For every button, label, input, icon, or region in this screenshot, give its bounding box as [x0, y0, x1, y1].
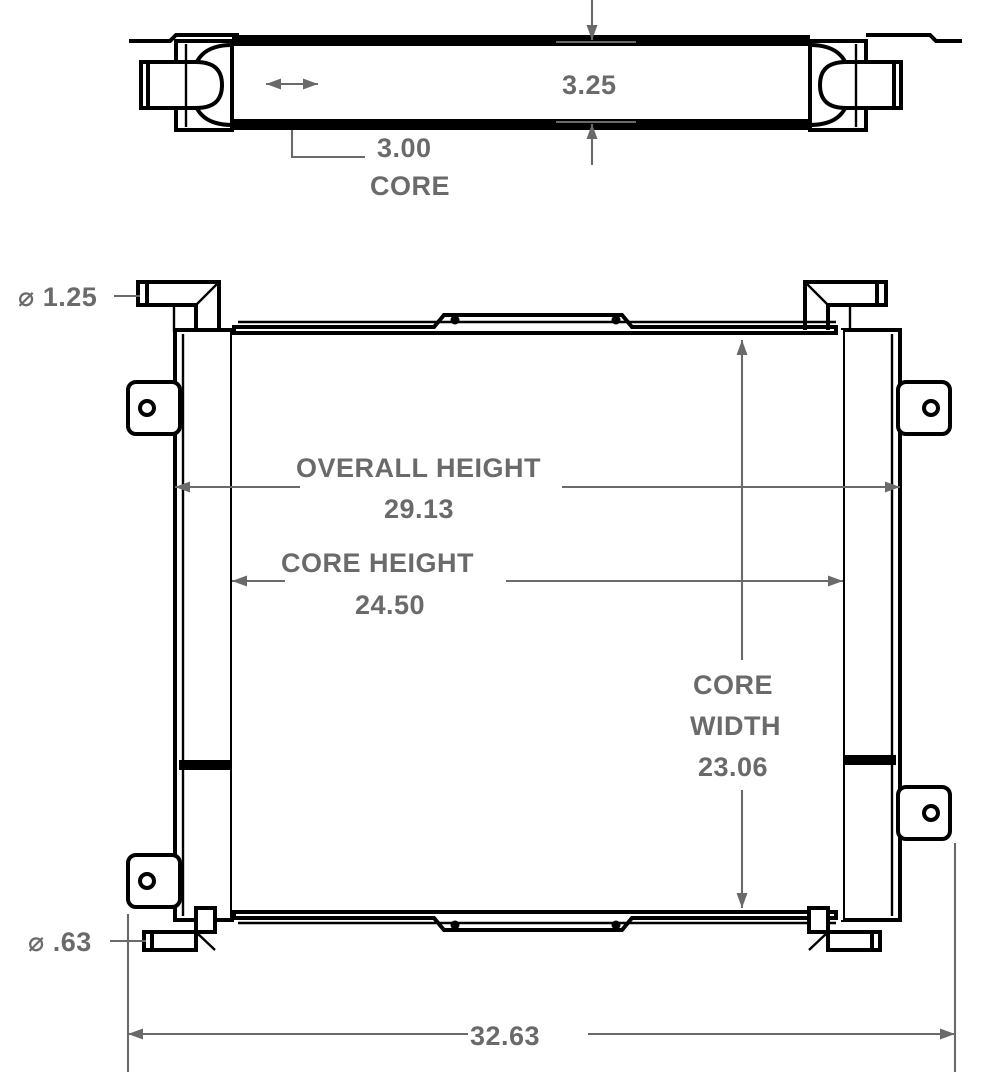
dim-inlet-diameter: ⌀ 1.25 — [18, 282, 140, 312]
top-rail — [232, 313, 838, 335]
bottom-rail — [232, 910, 838, 932]
bottom-rail-stud-left — [450, 920, 460, 930]
top-view: 3.00 CORE 3.25 — [129, 0, 962, 201]
top-rail-stud-right — [611, 315, 621, 325]
top-view-core — [230, 35, 812, 130]
mounting-bracket-lower-left — [126, 853, 182, 909]
dim-core-width-value: 23.06 — [698, 752, 768, 782]
dim-overall-height: OVERALL HEIGHT 29.13 — [175, 453, 900, 524]
dim-core-width-label-2: WIDTH — [690, 711, 781, 741]
core-area — [232, 330, 843, 920]
dim-overall-thickness-value: 3.25 — [562, 70, 617, 100]
dim-drain-diameter: ⌀ .63 — [28, 927, 146, 957]
dim-core-width-label-1: CORE — [693, 670, 773, 700]
dim-core-thickness: 3.00 CORE — [266, 78, 450, 201]
top-rail-stud-left — [450, 315, 460, 325]
dim-overall-width: 32.63 — [126, 843, 957, 1072]
dim-drain-diameter-text: ⌀ .63 — [28, 927, 92, 957]
mounting-bracket-upper-left — [126, 380, 182, 436]
dim-overall-thickness: 3.25 — [556, 0, 636, 165]
top-view-right-end — [808, 33, 962, 132]
dim-core-thickness-value: 3.00 — [377, 133, 432, 163]
dim-core-height-label: CORE HEIGHT — [281, 548, 474, 578]
front-view — [126, 280, 952, 952]
drain-elbow-bottom-right — [807, 906, 882, 952]
dim-overall-height-label: OVERALL HEIGHT — [296, 453, 541, 483]
left-tank — [173, 328, 234, 922]
dim-overall-width-value: 32.63 — [470, 1021, 540, 1051]
mounting-bracket-upper-right — [896, 380, 952, 436]
top-view-left-end — [129, 33, 239, 132]
bottom-rail-stud-right — [611, 920, 621, 930]
mounting-bracket-lower-right — [896, 785, 952, 841]
dim-overall-height-value: 29.13 — [384, 494, 454, 524]
dim-core-thickness-note: CORE — [370, 171, 450, 201]
dim-inlet-diameter-text: ⌀ 1.25 — [18, 282, 97, 312]
dim-core-height: CORE HEIGHT 24.50 — [232, 548, 843, 620]
drain-elbow-bottom-left — [142, 906, 217, 952]
dim-core-height-value: 24.50 — [355, 590, 425, 620]
dim-core-width: CORE WIDTH 23.06 — [690, 340, 781, 908]
right-tank — [841, 328, 902, 922]
